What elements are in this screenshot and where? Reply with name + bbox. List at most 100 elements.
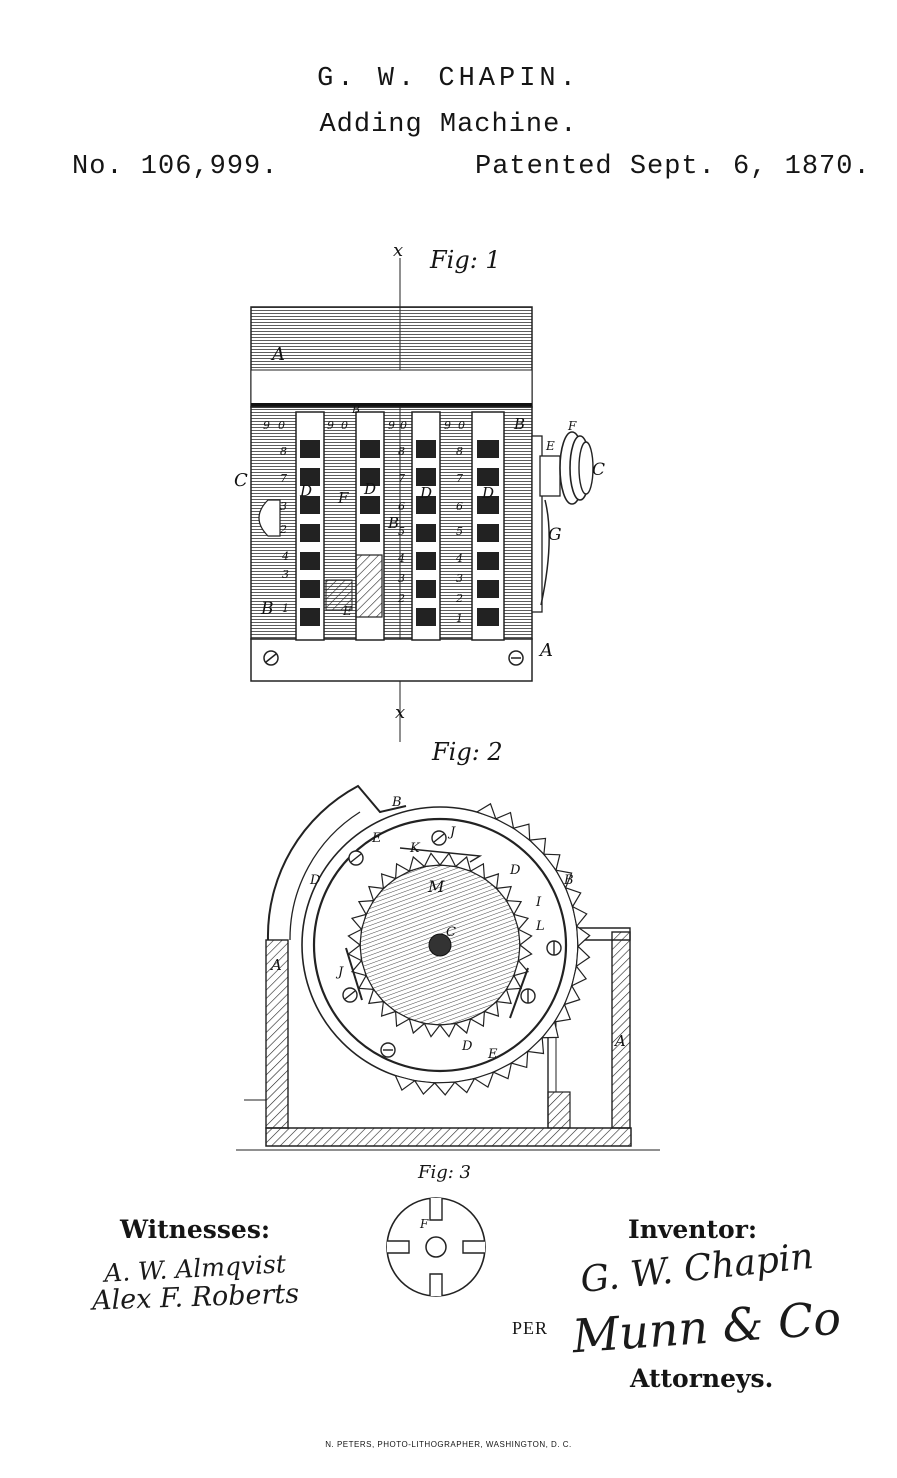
- svg-text:D: D: [363, 480, 376, 498]
- svg-text:7: 7: [280, 472, 287, 485]
- svg-text:9: 9: [327, 419, 334, 432]
- gear-tooth: [563, 984, 581, 1006]
- gear-tooth: [357, 899, 375, 916]
- svg-text:6: 6: [398, 500, 405, 513]
- svg-text:9: 9: [388, 419, 395, 432]
- gear-tooth: [438, 852, 457, 868]
- gear-tooth: [454, 1018, 472, 1035]
- svg-text:D: D: [419, 484, 432, 502]
- svg-text:K: K: [409, 841, 421, 856]
- gear-tooth: [528, 837, 547, 856]
- gear-tooth: [495, 885, 512, 902]
- fig1-crank: C E G F: [531, 419, 605, 613]
- printer-credit: N. PETERS, PHOTO-LITHOGRAPHER, WASHINGTO…: [325, 1440, 572, 1449]
- svg-text:3: 3: [282, 568, 289, 581]
- svg-text:A: A: [613, 1032, 626, 1050]
- svg-text:9: 9: [444, 419, 451, 432]
- svg-text:8: 8: [280, 445, 287, 458]
- svg-text:B: B: [513, 415, 525, 433]
- gear-tooth: [495, 988, 512, 1005]
- svg-text:B: B: [260, 599, 274, 619]
- svg-text:F: F: [567, 419, 577, 433]
- svg-text:E: E: [487, 1047, 498, 1062]
- fig1-part-A-bottom: A: [538, 640, 553, 661]
- gear-tooth: [513, 913, 530, 931]
- svg-text:D: D: [299, 482, 312, 500]
- svg-text:I: I: [535, 895, 542, 910]
- gear-tooth: [505, 974, 523, 991]
- gear-tooth: [510, 1050, 529, 1069]
- gear-tooth: [408, 855, 426, 872]
- gear-tooth: [570, 964, 588, 987]
- section-mark-top: x: [393, 240, 403, 261]
- gear-tooth: [540, 1020, 559, 1039]
- svg-text:J: J: [335, 965, 344, 980]
- gear-tooth: [576, 924, 591, 948]
- gear-tooth: [394, 1010, 411, 1028]
- svg-text:C: C: [592, 460, 605, 480]
- svg-text:4: 4: [397, 552, 405, 565]
- document-title: Adding Machine.: [319, 110, 578, 140]
- gear-tooth: [357, 974, 375, 991]
- svg-text:C: C: [446, 925, 456, 940]
- digit-labels: 9 0 9 0 9 0 9 0 8 7 3 2 4 3 1 8 7 6 5 4 …: [263, 419, 465, 625]
- gear-tooth: [454, 855, 472, 872]
- gear-tooth: [350, 959, 367, 977]
- svg-text:0: 0: [341, 419, 348, 432]
- fig3-part-F: F: [419, 1217, 429, 1231]
- svg-text:3: 3: [398, 572, 405, 585]
- svg-text:E: E: [342, 604, 352, 618]
- svg-text:B: B: [351, 403, 360, 416]
- svg-text:9: 9: [263, 419, 270, 432]
- gear-tooth: [513, 959, 530, 977]
- gear-tooth: [553, 1003, 572, 1023]
- svg-text:E: E: [545, 439, 555, 453]
- gear-tooth: [483, 873, 500, 890]
- svg-text:7: 7: [398, 472, 405, 485]
- gear-tooth: [492, 1061, 513, 1080]
- fig1-part-A-top: A: [270, 344, 285, 365]
- svg-text:D: D: [461, 1039, 473, 1054]
- inventor-name: G. W. CHAPIN.: [317, 64, 580, 94]
- wheel-teeth: [300, 440, 499, 626]
- gear-tooth: [473, 1071, 495, 1089]
- fig1-label: Fig: 1: [430, 246, 501, 274]
- gear-tooth: [512, 823, 531, 842]
- svg-text:D: D: [481, 484, 494, 502]
- fig2-ratchet: [347, 852, 533, 1038]
- gear-tooth: [469, 862, 486, 880]
- gear-tooth: [564, 886, 582, 908]
- svg-text:0: 0: [278, 419, 285, 432]
- svg-text:5: 5: [398, 525, 405, 538]
- svg-text:G: G: [548, 525, 562, 545]
- svg-text:6: 6: [456, 500, 463, 513]
- fig2-outer-teeth: [394, 802, 591, 1096]
- svg-text:8: 8: [398, 445, 405, 458]
- gear-tooth: [494, 811, 515, 830]
- svg-text:4: 4: [281, 550, 289, 563]
- svg-text:7: 7: [456, 472, 463, 485]
- fig2-label: Fig: 2: [432, 738, 503, 766]
- gear-tooth: [475, 802, 497, 820]
- witnesses-label: Witnesses:: [120, 1215, 271, 1244]
- inventor-label: Inventor:: [628, 1215, 758, 1244]
- gear-tooth: [438, 1022, 457, 1038]
- fig2-screws: [342, 830, 562, 1058]
- svg-text:J: J: [447, 825, 456, 840]
- svg-text:2: 2: [397, 592, 405, 605]
- patent-date: Patented Sept. 6, 1870.: [475, 152, 871, 182]
- gear-tooth: [423, 852, 442, 868]
- gear-tooth: [423, 1022, 442, 1038]
- gear-tooth: [526, 1036, 545, 1055]
- gear-tooth: [408, 1018, 426, 1035]
- svg-text:D: D: [309, 873, 321, 888]
- svg-text:1: 1: [282, 602, 289, 615]
- fig2-part-letters: A A B B C D D D E E I J J K L M: [269, 795, 626, 1062]
- gear-tooth: [433, 1081, 457, 1096]
- gear-tooth: [505, 899, 523, 916]
- svg-text:D: D: [509, 863, 521, 878]
- gear-tooth: [453, 1077, 476, 1094]
